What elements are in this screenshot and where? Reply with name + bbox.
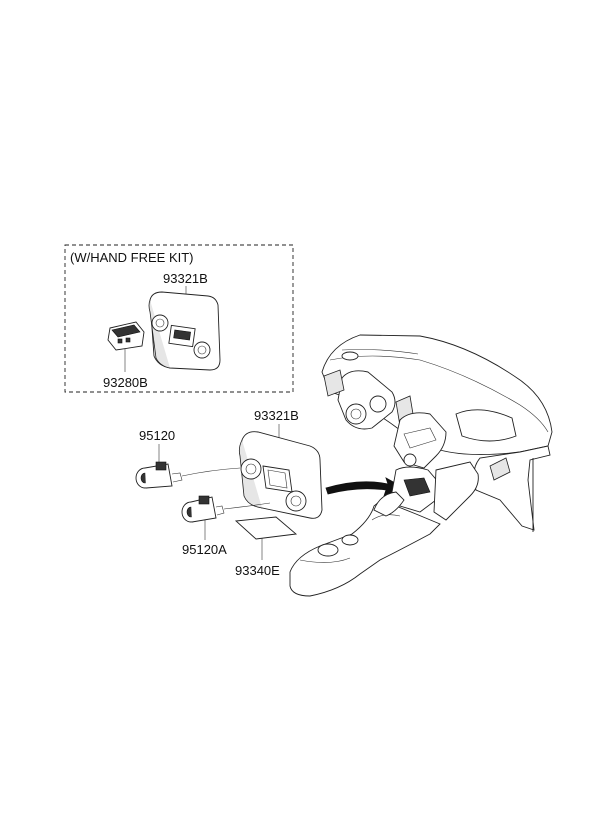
hand-free-kit-inset: (W/HAND FREE KIT) 93321B 93280B — [64, 244, 294, 393]
bezel-label: 93321B — [254, 408, 299, 423]
inset-title: (W/HAND FREE KIT) — [70, 250, 194, 265]
center-bezel-panel — [238, 431, 323, 519]
label-sheet-label: 93340E — [235, 563, 280, 578]
hand-free-switch — [107, 321, 145, 351]
power-socket-upper — [135, 461, 241, 489]
socket-upper-label: 95120 — [139, 428, 175, 443]
inset-bezel-panel — [148, 291, 221, 371]
dashboard-console — [289, 334, 553, 597]
power-socket-lower — [181, 495, 271, 523]
socket-lower-label: 95120A — [182, 542, 227, 557]
label-sheet — [234, 516, 298, 540]
inset-bezel-label: 93321B — [163, 271, 208, 286]
inset-switch-label: 93280B — [103, 375, 148, 390]
